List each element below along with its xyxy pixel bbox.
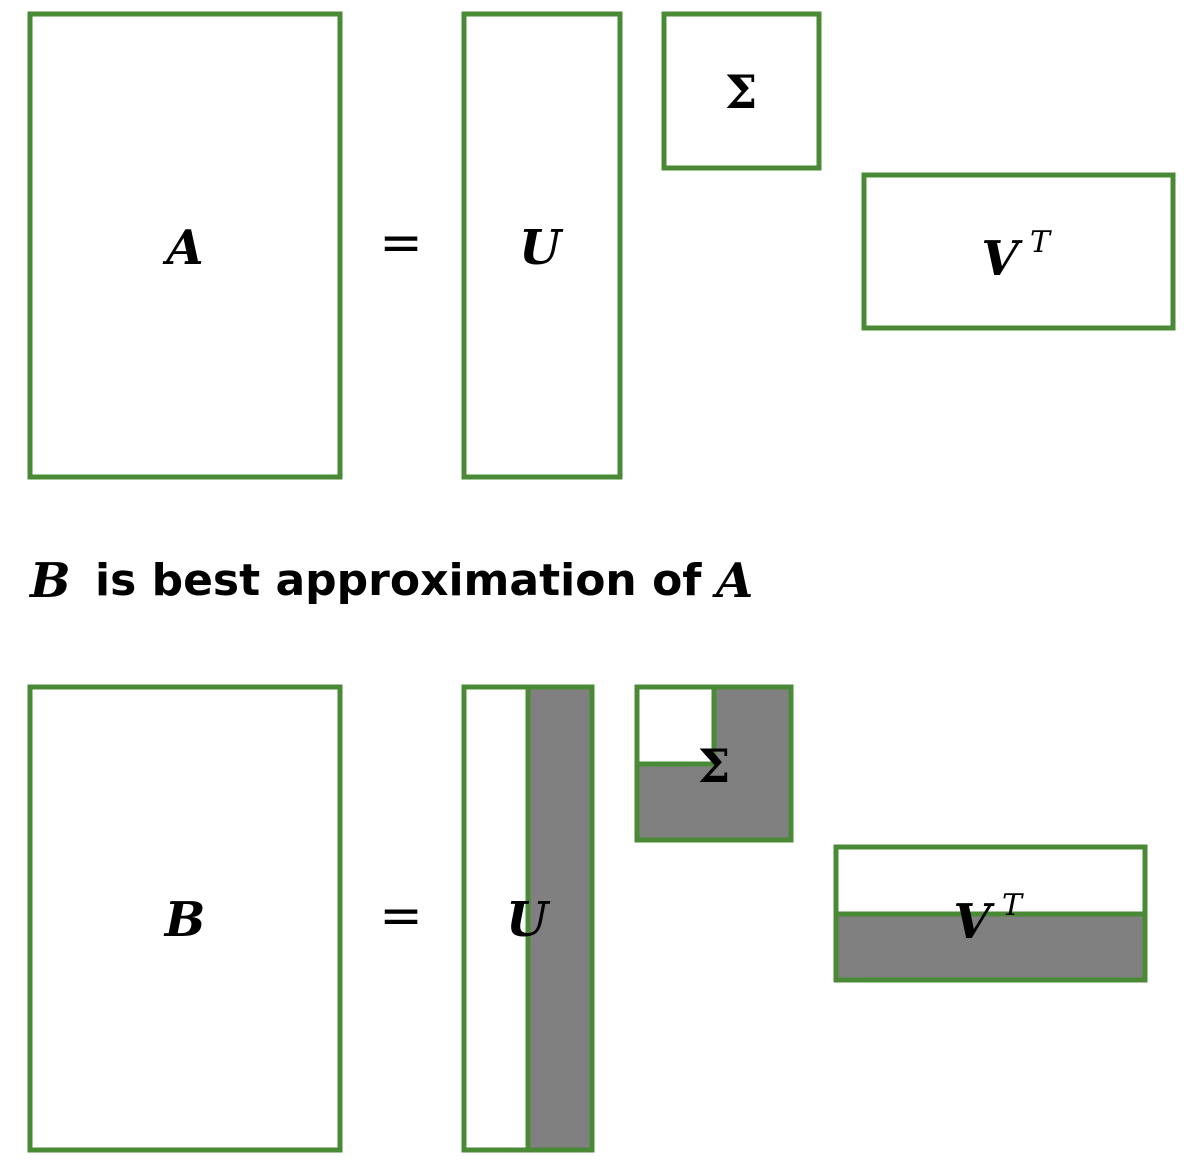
bottom-equation: B = U Σ V T (27, 684, 1148, 1153)
caption: B is best approximation of A (28, 553, 753, 609)
matrix-b-box (27, 684, 343, 1153)
transpose-superscript-bottom: T (1002, 888, 1024, 923)
matrix-sigma-box (661, 11, 822, 171)
equals-sign-top: = (379, 213, 423, 273)
matrix-vt-discarded-rows (833, 911, 1148, 983)
caption-a: A (712, 553, 753, 609)
caption-b: B (28, 553, 71, 609)
caption-text: is best approximation of (95, 555, 702, 606)
transpose-superscript: T (1030, 225, 1052, 260)
matrix-u-discarded-columns (525, 684, 595, 1153)
matrix-v-trunc-label: V (953, 894, 995, 950)
top-equation: A = U Σ V T (27, 11, 1176, 480)
matrix-sigma-label: Σ (725, 65, 758, 119)
matrix-b-label: B (163, 892, 206, 948)
matrix-a-label: A (162, 220, 203, 276)
matrix-u-box (461, 11, 623, 480)
matrix-sigma-trunc-label: Σ (698, 739, 731, 793)
matrix-v-label: V (981, 231, 1023, 287)
matrix-sigma-discarded-region (634, 684, 794, 843)
matrix-u-trunc-label: U (506, 892, 551, 948)
matrix-vt-box (861, 172, 1176, 331)
matrix-u-label: U (519, 220, 564, 276)
equals-sign-bottom: = (379, 886, 423, 946)
matrix-a-box (27, 11, 343, 480)
